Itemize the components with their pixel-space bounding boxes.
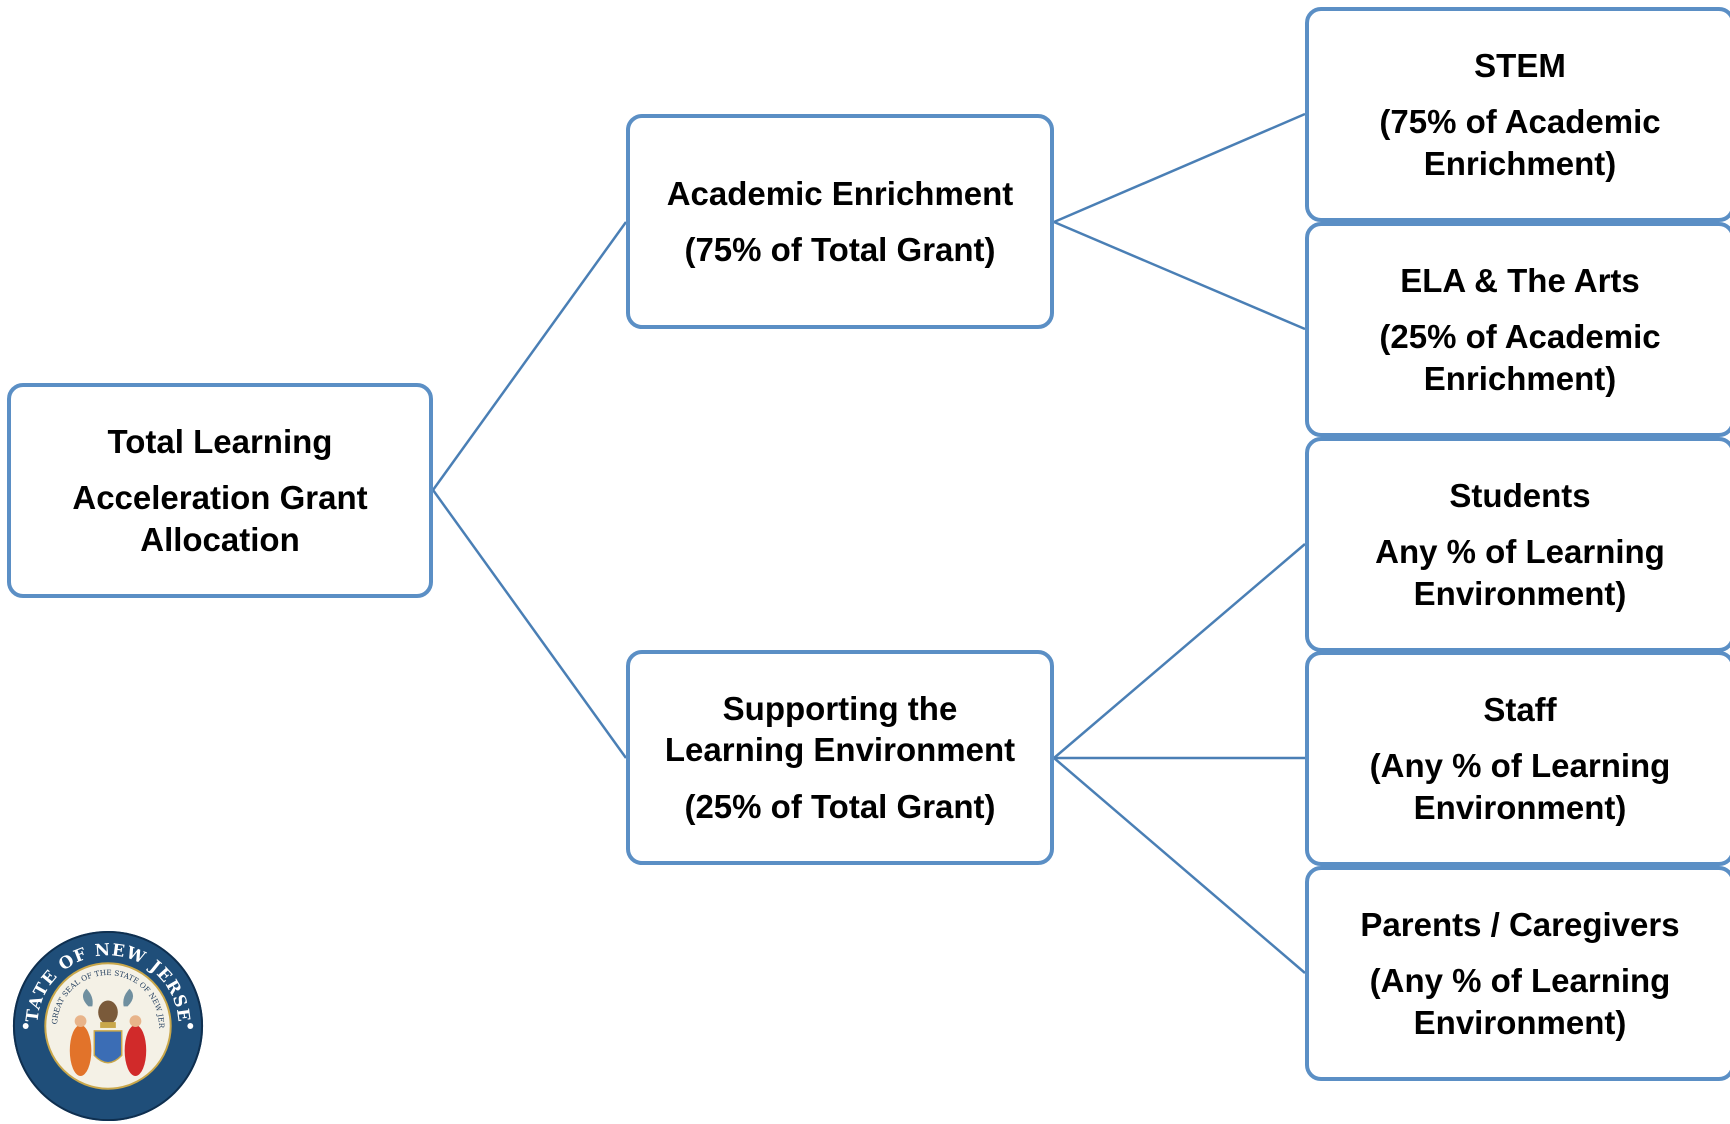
diagram-connectors bbox=[431, 112, 1306, 974]
node-total-learning-acceleration-grant: Total Learning Acceleration Grant Alloca… bbox=[7, 383, 433, 598]
node-title: Supporting the Learning Environment bbox=[664, 690, 1016, 769]
new-jersey-state-seal-icon: STATE OF NEW JERSEY THE GREAT SEAL OF TH… bbox=[10, 928, 204, 1122]
node-subtitle: Acceleration Grant Allocation bbox=[72, 479, 368, 558]
node-stem: STEM (75% of Academic Enrichment) bbox=[1305, 7, 1730, 222]
node-title: Students bbox=[1449, 477, 1591, 515]
connector-support-parents bbox=[1053, 757, 1306, 974]
node-title: Academic Enrichment bbox=[666, 174, 1014, 212]
node-subtitle: (Any % of Learning Environment) bbox=[1369, 747, 1671, 826]
connector-total-support bbox=[431, 489, 628, 759]
node-subtitle: (75% of Academic Enrichment) bbox=[1379, 103, 1661, 182]
node-students: Students Any % of Learning Environment) bbox=[1305, 437, 1730, 652]
node-academic-enrichment: Academic Enrichment (75% of Total Grant) bbox=[626, 114, 1054, 329]
node-staff: Staff (Any % of Learning Environment) bbox=[1305, 651, 1730, 866]
connector-academic-stem bbox=[1053, 112, 1306, 224]
node-subtitle: (Any % of Learning Environment) bbox=[1369, 962, 1671, 1041]
node-subtitle: (25% of Academic Enrichment) bbox=[1379, 318, 1661, 397]
node-parents-caregivers: Parents / Caregivers (Any % of Learning … bbox=[1305, 866, 1730, 1081]
node-subtitle: (75% of Total Grant) bbox=[684, 231, 996, 268]
node-title: STEM bbox=[1474, 47, 1566, 85]
connector-academic-ela bbox=[1053, 220, 1306, 331]
node-subtitle: (25% of Total Grant) bbox=[684, 787, 996, 825]
node-supporting-learning-environment: Supporting the Learning Environment (25%… bbox=[626, 650, 1054, 865]
node-title: Staff bbox=[1483, 691, 1557, 729]
node-title: Total Learning bbox=[107, 423, 333, 461]
node-subtitle: Any % of Learning Environment) bbox=[1375, 533, 1665, 612]
node-ela-and-the-arts: ELA & The Arts (25% of Academic Enrichme… bbox=[1305, 222, 1730, 437]
node-title: Parents / Caregivers bbox=[1360, 906, 1680, 944]
connector-support-students bbox=[1053, 543, 1306, 759]
connector-total-academic bbox=[431, 221, 628, 491]
node-title: ELA & The Arts bbox=[1400, 262, 1640, 300]
